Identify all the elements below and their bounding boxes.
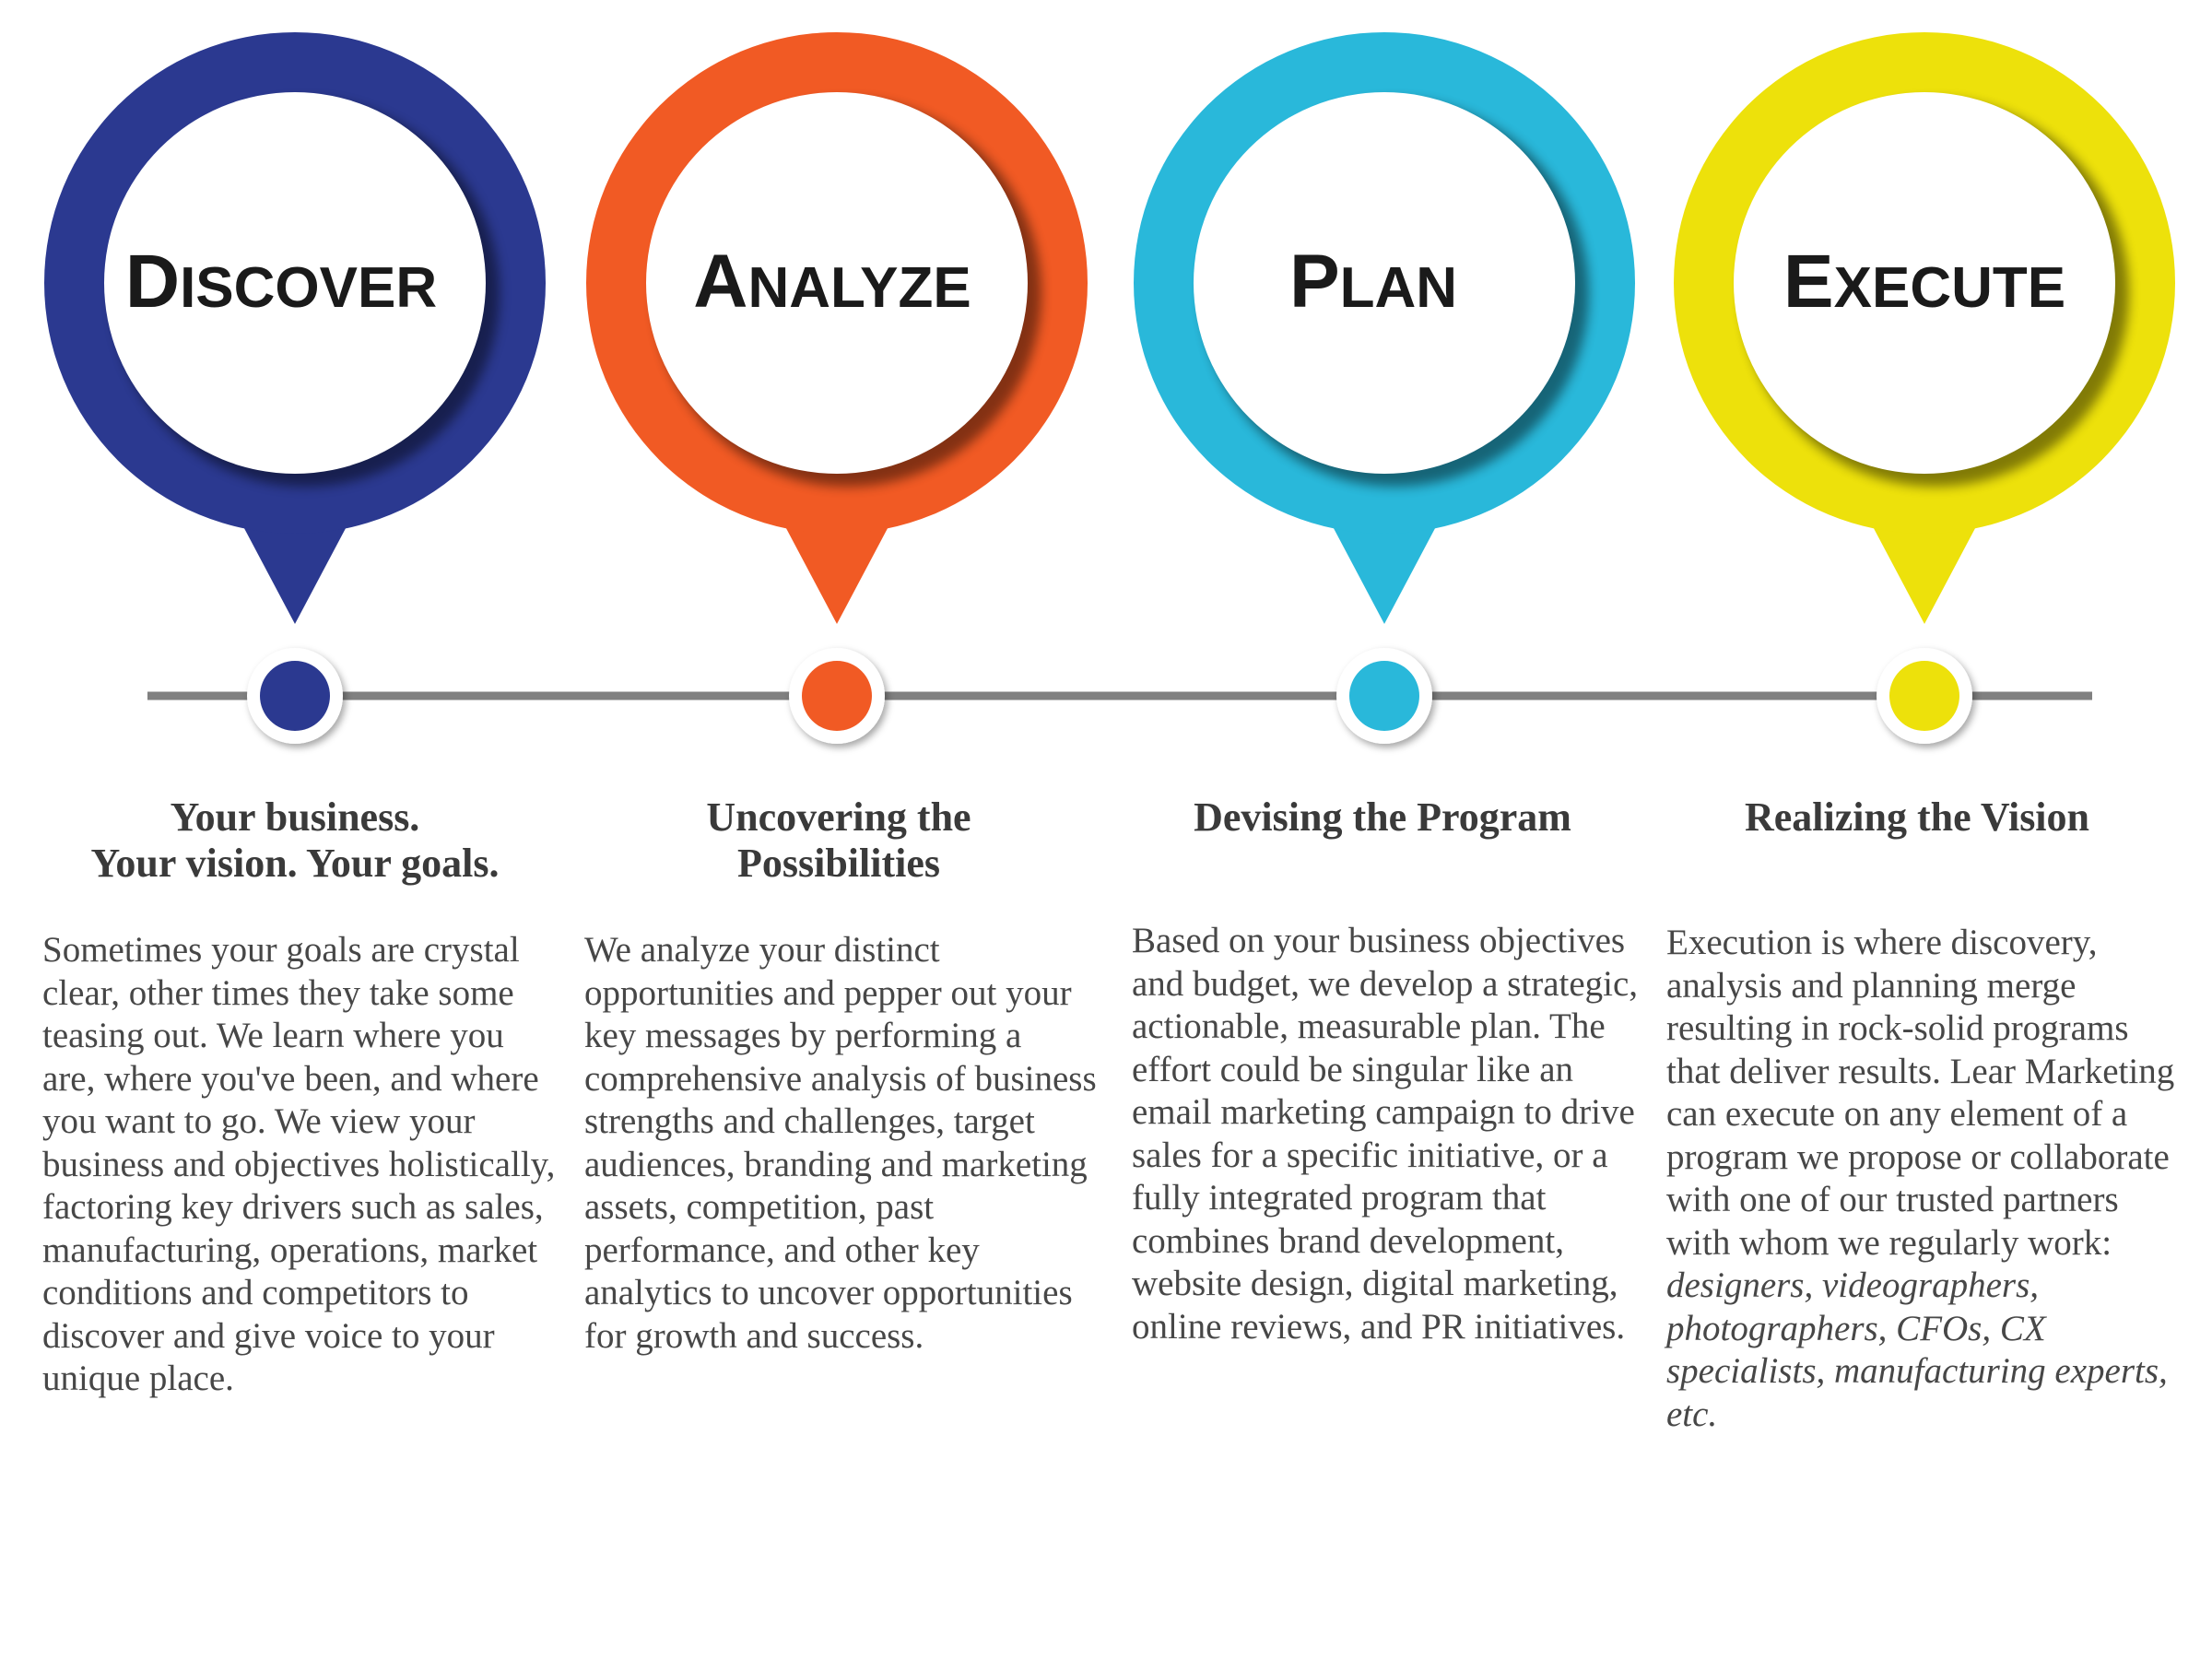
- pin-pointer-plan: [1327, 516, 1441, 624]
- heading-line: Uncovering the: [706, 794, 971, 840]
- heading-line: Your vision. Your goals.: [90, 841, 500, 886]
- step-title-analyze: Analyze: [693, 240, 971, 324]
- description-italic-text: designers, videographers, photographers,…: [1666, 1265, 2168, 1434]
- pin-face-analyze: [646, 92, 1028, 474]
- description-text: Based on your business objectives and bu…: [1132, 921, 1639, 1347]
- step-title-discover: Discover: [125, 240, 437, 324]
- step-heading-analyze: Uncovering the Possibilities: [571, 794, 1106, 887]
- description-text: Execution is where discovery, analysis a…: [1666, 923, 2175, 1263]
- heading-line: Devising the Program: [1194, 794, 1571, 840]
- description-text: Sometimes your goals are crystal clear, …: [42, 930, 556, 1398]
- step-plan: Plan: [1134, 32, 1635, 744]
- heading-line: Possibilities: [736, 841, 941, 886]
- step-title-plan: Plan: [1289, 240, 1457, 324]
- pin-pointer-discover: [238, 516, 352, 624]
- step-heading-discover: Your business. Your vision. Your goals.: [37, 794, 553, 887]
- step-description-analyze: We analyze your distinct opportunities a…: [584, 929, 1106, 1358]
- step-title-execute: Execute: [1783, 240, 2065, 324]
- pin-face-discover: [104, 92, 486, 474]
- step-heading-execute: Realizing the Vision: [1659, 794, 2175, 841]
- heading-line: Realizing the Vision: [1744, 794, 2090, 840]
- pin-pointer-analyze: [780, 516, 894, 624]
- step-analyze: Analyze: [586, 32, 1088, 744]
- step-discover: Discover: [44, 32, 546, 744]
- step-description-discover: Sometimes your goals are crystal clear, …: [42, 929, 559, 1401]
- pin-pointer-execute: [1867, 516, 1982, 624]
- timeline-node-execute: [1889, 661, 1959, 731]
- pin-face-execute: [1734, 92, 2115, 474]
- timeline-node-plan: [1349, 661, 1419, 731]
- description-text: We analyze your distinct opportunities a…: [584, 930, 1097, 1356]
- step-description-plan: Based on your business objectives and bu…: [1132, 920, 1648, 1348]
- step-heading-plan: Devising the Program: [1120, 794, 1645, 841]
- timeline-node-discover: [260, 661, 330, 731]
- timeline-node-analyze: [802, 661, 872, 731]
- step-execute: Execute: [1674, 32, 2175, 744]
- step-description-execute: Execution is where discovery, analysis a…: [1666, 922, 2183, 1436]
- pin-face-plan: [1194, 92, 1575, 474]
- heading-line: Your business.: [170, 794, 420, 840]
